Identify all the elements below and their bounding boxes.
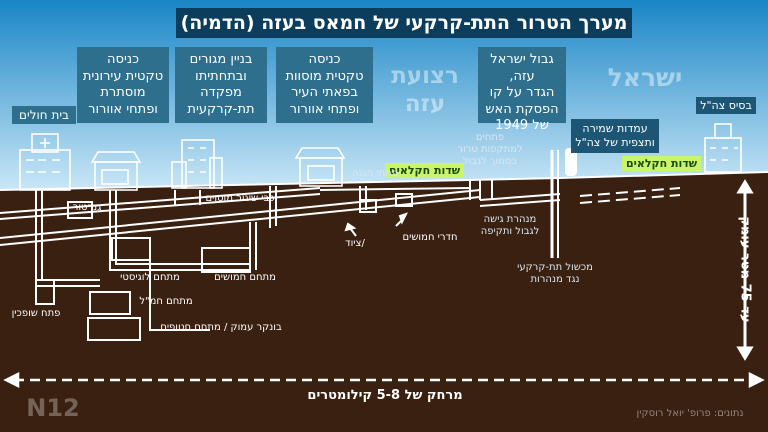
box-line: תת-קרקעית bbox=[187, 101, 255, 117]
raid-line: למתקפות טרור bbox=[457, 144, 523, 155]
label-fields-gaza: שדות חקלאים bbox=[385, 163, 465, 178]
label-logistics: מתחם לוגיסטי bbox=[120, 272, 180, 283]
info-box-border: גבול ישראל עזה, הגדר על קו הפסקת האש של … bbox=[478, 47, 566, 133]
page-title: מערך הטרור התת-קרקעי של חמאס בעזה (הדמיה… bbox=[176, 8, 632, 38]
depth-arrow bbox=[736, 179, 754, 361]
box-line: בניין מגורים bbox=[189, 52, 253, 67]
region-gaza: רצועת עזה bbox=[390, 62, 460, 118]
watchtower-icon bbox=[565, 148, 577, 176]
label-depth: עד 75 מטר עומק bbox=[737, 216, 753, 323]
box-line: טקטית עירונית bbox=[82, 68, 164, 84]
box-line: ופתחי אוורור bbox=[289, 101, 360, 117]
box-line: מפקדה bbox=[200, 85, 242, 100]
box-line: עמדות שמירה bbox=[582, 122, 648, 135]
box-line: הפסקת האש bbox=[485, 101, 559, 117]
shop-building-2-icon bbox=[294, 147, 346, 187]
box-line: טקטית מוסוות bbox=[285, 68, 364, 84]
box-line: ופתחי אוורור bbox=[88, 101, 158, 117]
residential-tower-icon bbox=[171, 139, 223, 189]
distance-arrow bbox=[3, 371, 765, 389]
info-box-urban-entrance: כניסה טקטית עירונית מוסתרת ופתחי אוורור bbox=[77, 47, 169, 123]
label-weapons-compound: מתחם חמ"ל bbox=[139, 296, 193, 307]
label-credit: נתונים: פרופ' יואל רוסקין bbox=[636, 408, 744, 419]
label-armed-rooms: חדרי חמושים bbox=[402, 232, 458, 243]
label-hospital: בית חולים bbox=[12, 106, 76, 124]
idf-base-icon bbox=[704, 123, 742, 173]
label-generator: גנרטור bbox=[72, 202, 102, 213]
raid-line: פתחים bbox=[475, 132, 505, 143]
box-line: של 1949 bbox=[495, 118, 549, 133]
label-shaft: פתח שופכין bbox=[11, 308, 61, 319]
n12-logo: N12 bbox=[26, 394, 80, 422]
box-line: הגדר על קו bbox=[489, 85, 555, 100]
info-box-idf-posts: עמדות שמירה ותצפית של צה"ל bbox=[571, 119, 659, 153]
region-gaza-line-1: רצועת bbox=[391, 63, 459, 89]
label-armed-compound: מתחם חמושים bbox=[214, 272, 276, 283]
hospital-building-icon bbox=[19, 133, 71, 191]
box-line: ותצפית של צה"ל bbox=[575, 136, 655, 149]
box-line: כניסה bbox=[107, 52, 139, 67]
box-line: בפאתי העיר bbox=[291, 85, 358, 100]
box-line: ובתחתיתו bbox=[195, 68, 247, 84]
shop-building-icon bbox=[90, 151, 142, 191]
raid-line: בסמוך לגבול bbox=[462, 156, 518, 167]
rooms bbox=[35, 193, 413, 341]
region-gaza-line-2: עזה bbox=[404, 91, 446, 117]
label-bunker: בונקר עמוק / מתחם חטופים bbox=[160, 322, 282, 333]
label-equipment: /ציוד bbox=[345, 238, 365, 249]
label-barrier: מכשול תת-קרקעי נגד מנהרות bbox=[510, 262, 600, 286]
barrier-line: נגד מנהרות bbox=[530, 274, 580, 285]
label-idf-base: בסיס צה"ל bbox=[696, 97, 756, 114]
attack-line: מנהרת גישה bbox=[483, 214, 537, 225]
label-fields-israel: שדות חקלאים bbox=[622, 156, 702, 171]
box-line: מוסתרת bbox=[100, 85, 146, 100]
label-defense-openings: פתחי הגנה bbox=[352, 168, 398, 179]
ground bbox=[0, 172, 768, 432]
label-attack-tunnel: מנהרת גישה לגבול ותקיפה bbox=[470, 214, 550, 238]
info-box-camouflaged-entrance: כניסה טקטית מוסוות בפאתי העיר ופתחי אוור… bbox=[276, 47, 373, 123]
label-distance: מרחק של 5-8 קילומטרים bbox=[307, 388, 463, 403]
label-hidden-routes: כבי שיגור מוסוים bbox=[205, 193, 275, 204]
info-box-residential: בניין מגורים ובתחתיתו מפקדה תת-קרקעית bbox=[175, 47, 267, 123]
label-raid-openings: פתחים למתקפות טרור בסמוך לגבול bbox=[450, 132, 530, 168]
region-israel: ישראל bbox=[607, 63, 683, 92]
barrier-line: מכשול תת-קרקעי bbox=[517, 262, 593, 273]
box-line: גבול ישראל עזה, bbox=[490, 52, 554, 84]
attack-line: לגבול ותקיפה bbox=[480, 226, 540, 237]
box-line: כניסה bbox=[308, 52, 341, 67]
arrows bbox=[344, 212, 408, 237]
